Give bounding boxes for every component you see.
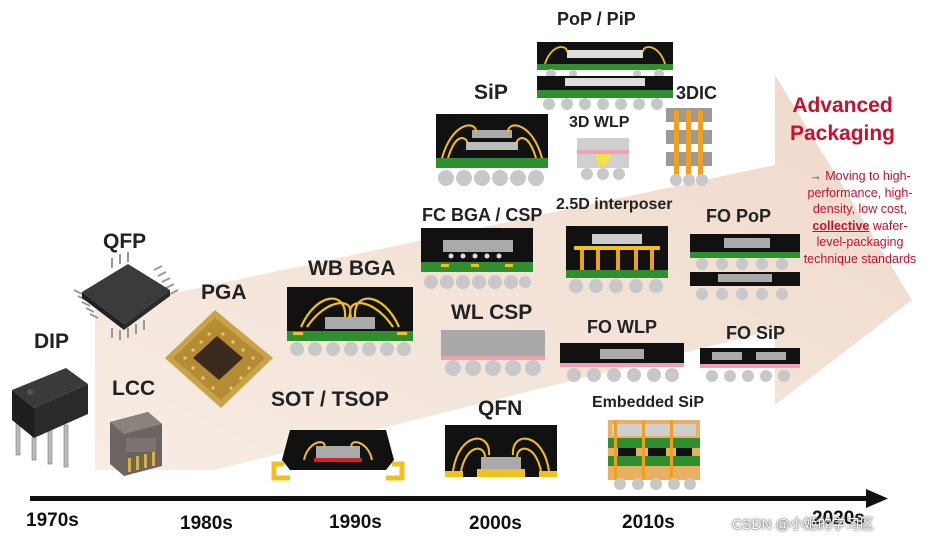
label-qfp: QFP [103, 230, 147, 253]
wb-bga-package-icon [287, 287, 413, 356]
interposer-2-5d-package-icon [566, 226, 668, 293]
label-qfn: QFN [478, 397, 523, 420]
decade-2010s: 2010s [622, 512, 675, 533]
label-3dic: 3DIC [676, 83, 718, 103]
label-wb-bga: WB BGA [308, 257, 396, 280]
label-fo-wlp: FO WLP [587, 317, 657, 337]
decade-2000s: 2000s [469, 513, 522, 534]
advanced-title-line2: Packaging [789, 122, 896, 145]
advanced-title-line1: Advanced [792, 94, 893, 117]
pga-chip-icon [165, 310, 273, 408]
lcc-chip-icon [110, 412, 162, 476]
desc-before: → Moving to high-performance, high-densi… [807, 169, 913, 216]
dip-chip-icon [12, 368, 88, 468]
label-wl-csp: WL CSP [451, 301, 533, 324]
pop-pip-package-icon [537, 42, 673, 110]
label-sot-tsop: SOT / TSOP [271, 388, 389, 411]
label-lcc: LCC [112, 377, 156, 400]
fo-sip-package-icon [700, 348, 800, 382]
label-fo-sip: FO SiP [726, 323, 786, 343]
watermark: CSDN @小姬的学习区 [732, 516, 874, 532]
fo-wlp-package-icon [560, 343, 684, 382]
advanced-packaging-description: → Moving to high-performance, high-densi… [800, 168, 920, 267]
decade-1990s: 1990s [329, 512, 382, 533]
qfp-chip-icon [73, 252, 179, 340]
label-fc-bga-csp: FC BGA / CSP [422, 205, 543, 225]
advanced-packaging-title: Advanced Packaging [770, 92, 915, 148]
decade-2020s: 2020s [812, 508, 865, 529]
timeline-axis [30, 489, 888, 508]
label-dip: DIP [34, 330, 70, 353]
fc-bga-csp-package-icon [421, 228, 533, 289]
3dic-package-icon [666, 108, 712, 186]
desc-emphasis: collective [812, 218, 870, 233]
3d-wlp-package-icon [577, 138, 629, 180]
wl-csp-package-icon [441, 330, 545, 376]
qfn-package-icon [445, 425, 557, 477]
label-pop-pip: PoP / PiP [557, 9, 636, 29]
label-3d-wlp: 3D WLP [569, 114, 630, 131]
embedded-sip-package-icon [608, 420, 700, 490]
label-embedded-sip: Embedded SiP [592, 394, 705, 411]
decade-1970s: 1970s [26, 510, 79, 531]
sot-tsop-package-icon [271, 430, 405, 481]
label-sip: SiP [474, 81, 508, 104]
label-fo-pop: FO PoP [706, 206, 772, 226]
decade-1980s: 1980s [180, 513, 233, 534]
label-pga: PGA [201, 281, 247, 304]
desc-after: wafer-level-packaging technique standard… [803, 218, 917, 266]
fo-pop-package-icon [690, 234, 800, 300]
sip-package-icon [436, 114, 548, 186]
label-2-5d-interposer: 2.5D interposer [556, 196, 673, 213]
